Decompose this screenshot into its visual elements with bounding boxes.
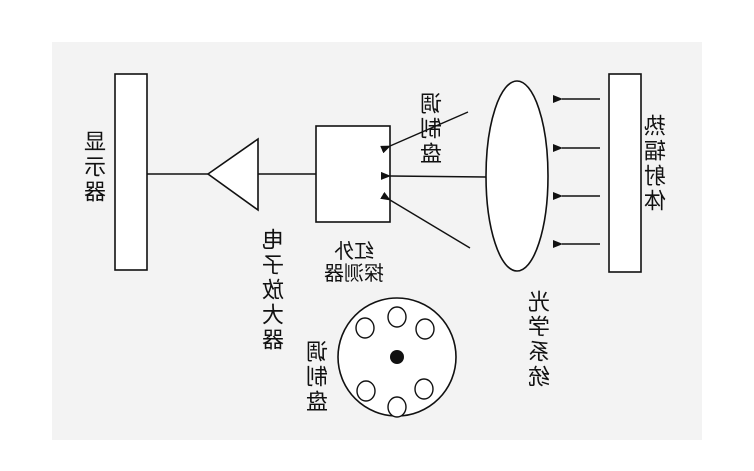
amplifier-triangle <box>206 137 259 212</box>
chopper-hole-3 <box>414 378 434 400</box>
optics-lens <box>485 80 549 272</box>
radiator-box <box>608 73 642 273</box>
display-box <box>114 73 148 271</box>
chopper-hole-6 <box>355 317 375 339</box>
amplifier-label: 电子放大器 <box>263 228 288 353</box>
ray-middle <box>380 171 487 180</box>
chopper-hole-2 <box>415 318 435 340</box>
ray-bottom <box>380 191 471 249</box>
detector-box <box>315 125 391 223</box>
detector-label-line1: 红外 <box>334 239 374 263</box>
optics-label: 光学系统 <box>529 290 554 390</box>
ray-top <box>380 111 469 154</box>
chopper-center <box>390 350 404 364</box>
chopper-hole-5 <box>356 380 376 402</box>
chopper-label-bottom: 调制盘 <box>307 340 332 415</box>
display-label: 显示器 <box>85 130 110 205</box>
detector-label: 红外 探测器 <box>318 239 390 285</box>
radiator-label: 热辐射体 <box>645 114 670 214</box>
chopper-label-top: 调制盘 <box>421 92 446 167</box>
chopper-hole-4 <box>387 396 407 418</box>
chopper-hole-1 <box>387 306 407 328</box>
detector-label-line2: 探测器 <box>324 261 384 285</box>
